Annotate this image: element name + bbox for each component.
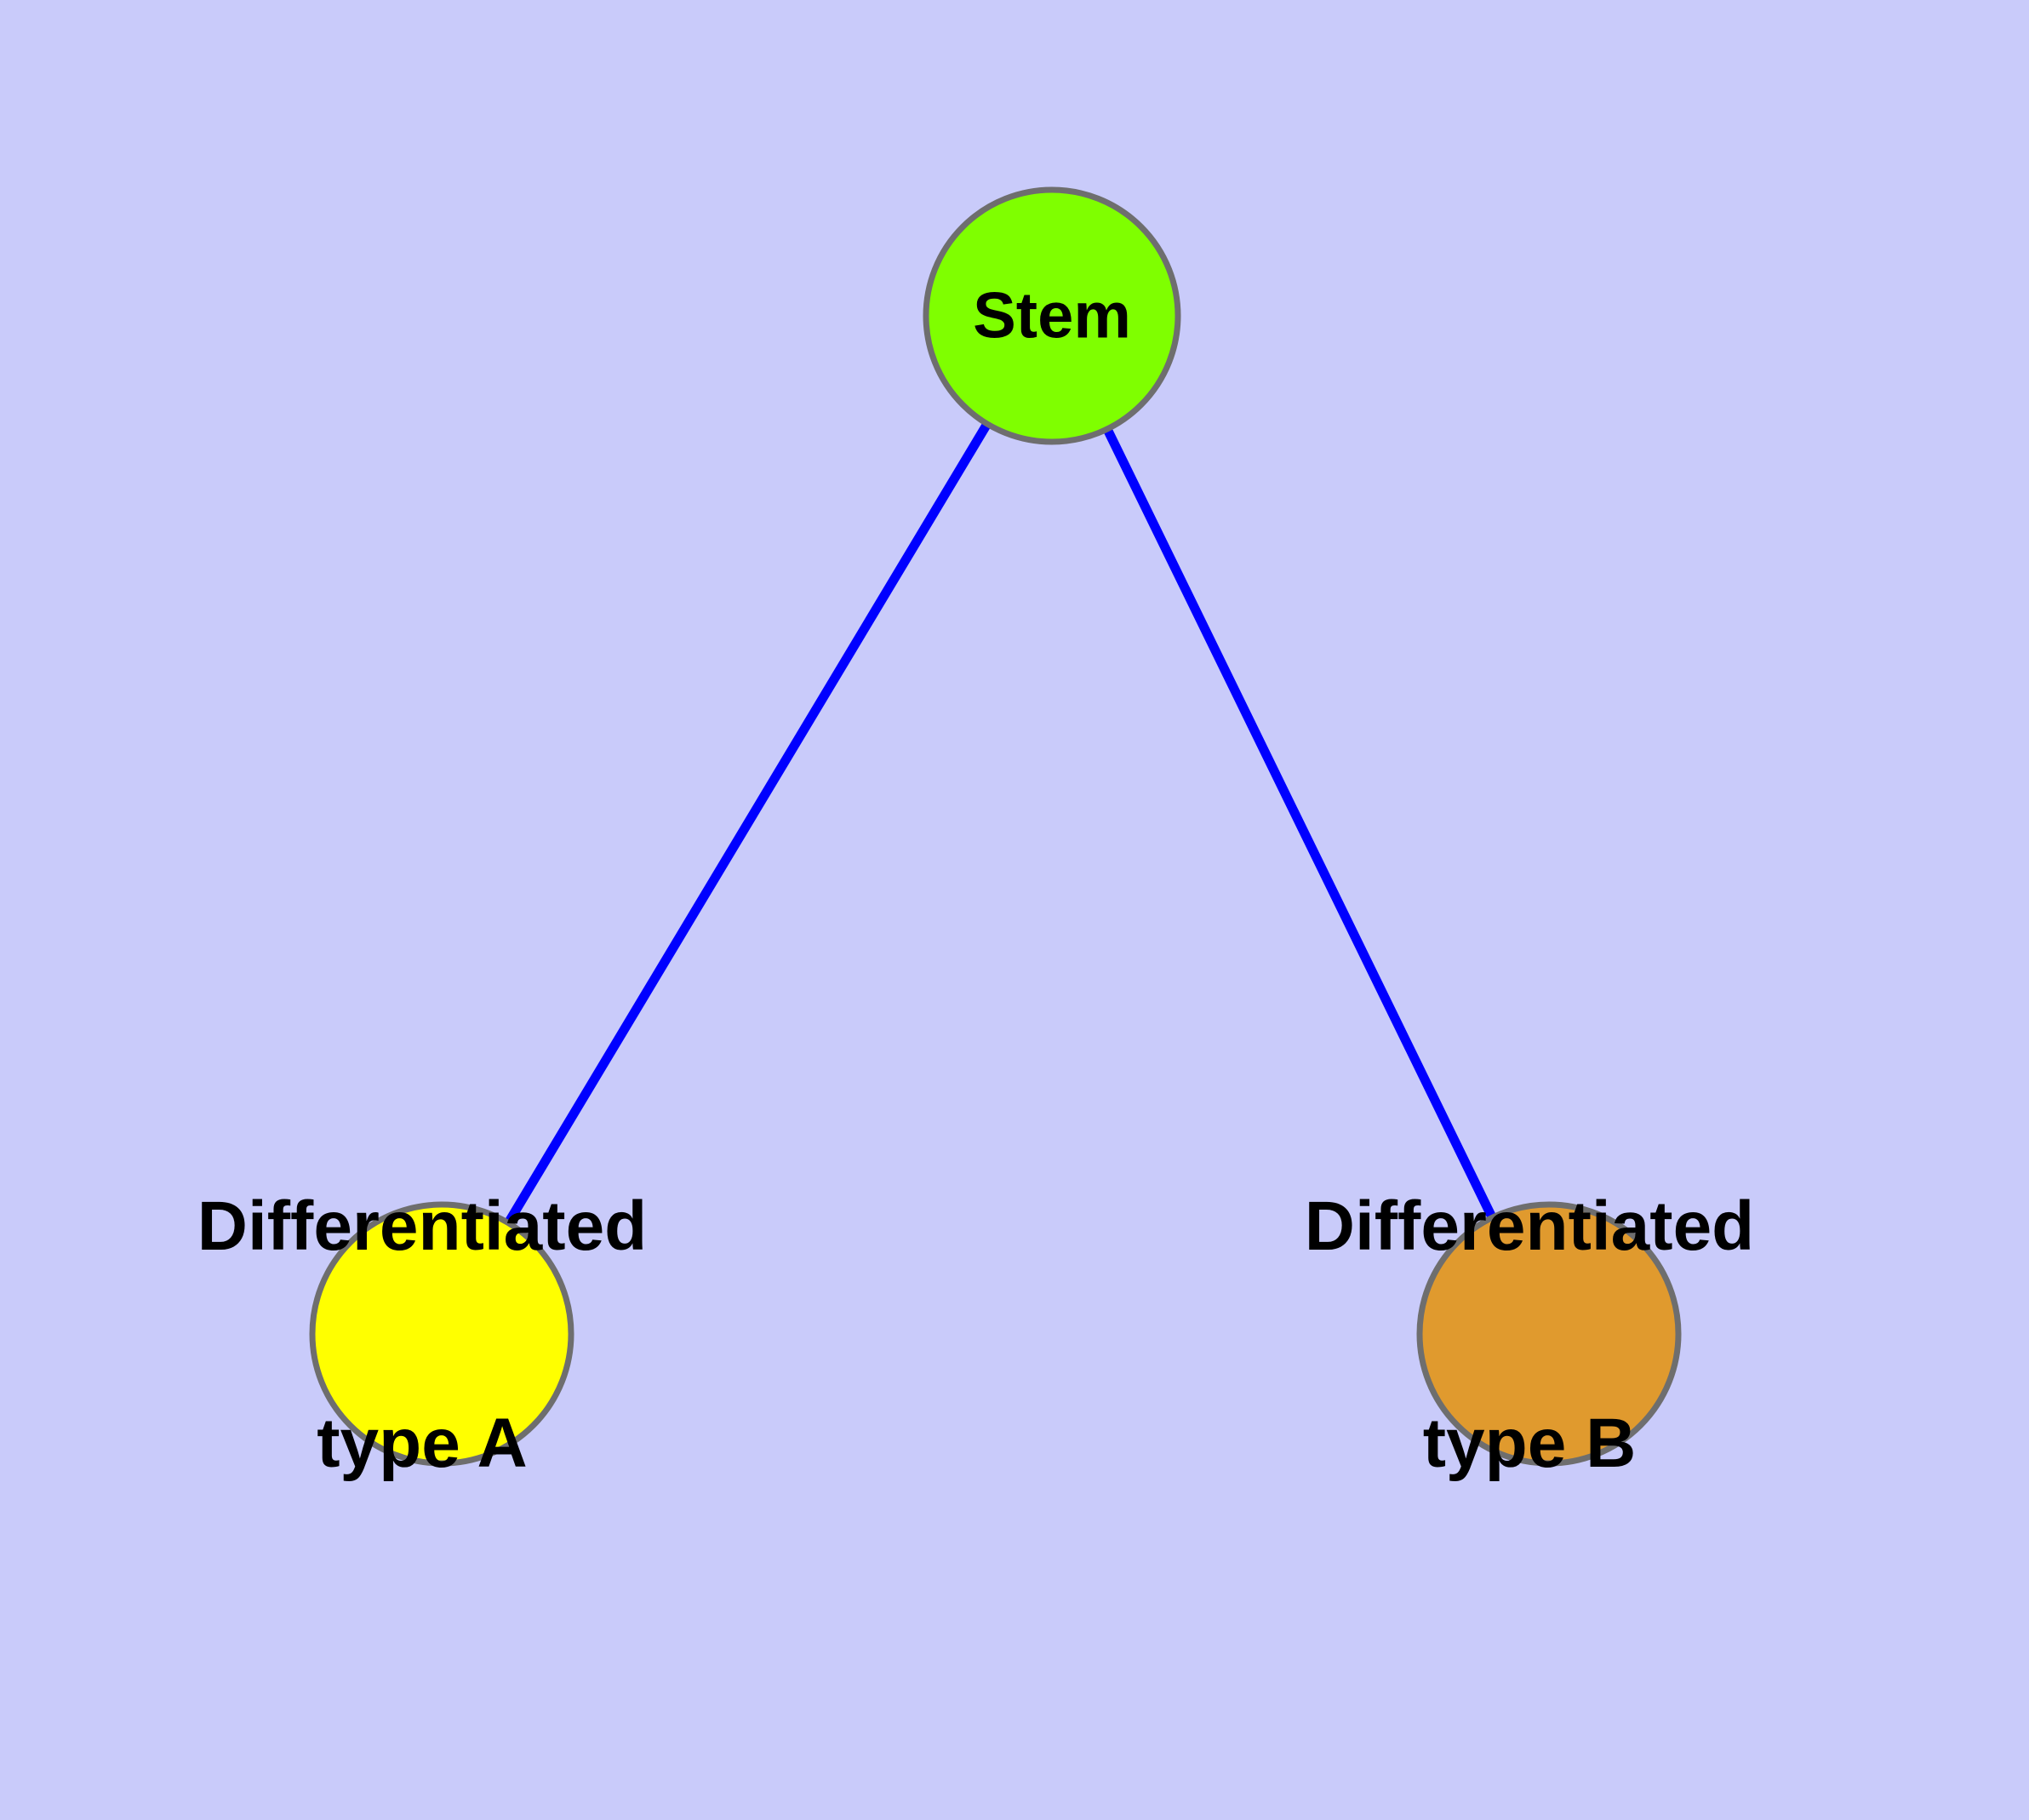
node-differentiated-type-a[interactable] — [309, 1201, 574, 1467]
node-layer — [309, 186, 1682, 1467]
node-stem[interactable] — [923, 186, 1181, 445]
edge-stem-to-differentiated-type-b[interactable] — [1048, 313, 1553, 1336]
node-differentiated-type-b[interactable] — [1416, 1201, 1682, 1467]
edge-layer — [437, 313, 1553, 1336]
edge-stem-to-differentiated-type-a[interactable] — [437, 313, 1056, 1336]
